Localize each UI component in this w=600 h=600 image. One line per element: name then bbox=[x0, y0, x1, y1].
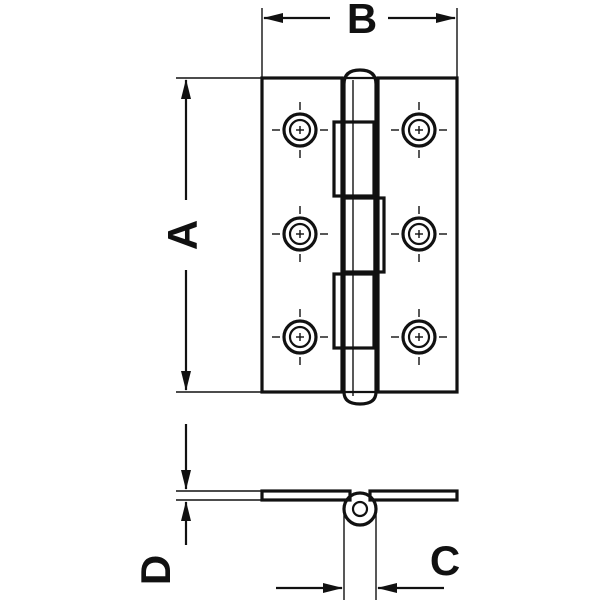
dimension-label-a: A bbox=[159, 220, 206, 250]
side-leaf-right bbox=[368, 489, 459, 502]
dimension-b: B bbox=[261, 0, 458, 80]
dimension-label-d: D bbox=[132, 555, 179, 585]
hinge-leaf-left bbox=[260, 76, 344, 394]
hinge-leaf-right bbox=[376, 76, 459, 394]
dimension-c: C bbox=[276, 509, 460, 600]
knuckle-middle bbox=[342, 196, 386, 274]
side-knuckle bbox=[342, 491, 378, 527]
knuckle-lower bbox=[332, 272, 376, 350]
dimension-a: A bbox=[159, 77, 262, 393]
side-leaf-left bbox=[260, 489, 352, 502]
dimension-d: D bbox=[132, 424, 262, 585]
screw-hole bbox=[272, 102, 328, 158]
screw-hole bbox=[272, 206, 328, 262]
hinge-knuckles bbox=[332, 76, 386, 394]
screw-hole bbox=[272, 309, 328, 365]
screw-hole bbox=[391, 206, 447, 262]
hinge-pin bbox=[342, 68, 378, 406]
knuckle-upper bbox=[332, 120, 376, 198]
dimension-label-c: C bbox=[430, 537, 460, 584]
hinge-front-view bbox=[260, 68, 459, 406]
dimension-label-b: B bbox=[347, 0, 377, 42]
screw-hole bbox=[391, 309, 447, 365]
hinge-side-view bbox=[260, 489, 459, 527]
side-pin bbox=[351, 500, 369, 518]
screw-hole bbox=[391, 102, 447, 158]
